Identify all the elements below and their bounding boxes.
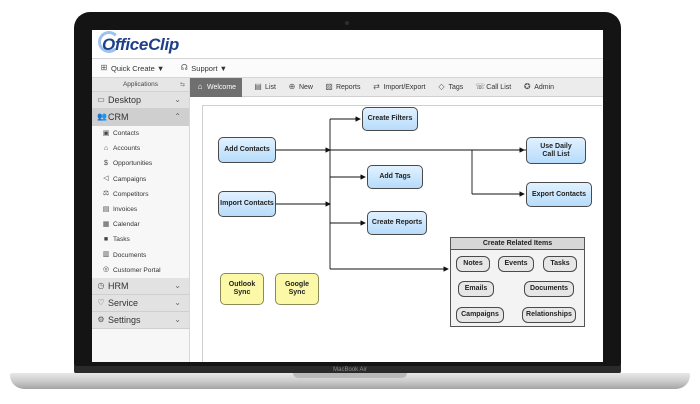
related-emails-node[interactable]: Emails [458, 281, 494, 297]
sidebar: Applications ⇆ ▭ Desktop ⌄ 👥 CRM ⌃ ▣ Con… [92, 78, 190, 362]
headset-icon: ☊ [180, 63, 188, 72]
invoice-icon: ▤ [102, 205, 110, 213]
create-reports-node[interactable]: Create Reports [367, 211, 427, 235]
tab-call-list[interactable]: ☏ Call List [475, 82, 512, 91]
tab-tags[interactable]: ◇ Tags [438, 82, 464, 91]
workflow-diagram: Add Contacts Import Contacts Create Filt… [190, 97, 603, 362]
users-icon: 👥 [97, 112, 107, 121]
diagram-panel [202, 105, 602, 362]
related-notes-node[interactable]: Notes [456, 256, 490, 272]
logo-swoosh-icon [98, 31, 120, 53]
pin-icon[interactable]: ⇆ [179, 82, 185, 88]
sidebar-item-campaigns[interactable]: ◁ Campaigns [103, 175, 147, 183]
laptop-notch [293, 373, 407, 378]
chevron-up-icon: ⌃ [174, 112, 181, 121]
chevron-down-icon: ⌄ [174, 314, 181, 324]
lightbulb-icon: ♡ [97, 297, 105, 307]
import-export-icon: ⇄ [373, 82, 380, 91]
phone-icon: ☏ [475, 82, 486, 91]
chart-icon: ▨ [325, 82, 333, 91]
screen: OfficeClip ⊞ Quick Create ▼ ☊ Support ▼ … [92, 30, 603, 362]
add-tags-node[interactable]: Add Tags [367, 165, 423, 189]
home-icon: ⌂ [197, 82, 203, 91]
sidebar-item-documents[interactable]: ▥ Documents [102, 251, 147, 259]
related-items-title: Create Related Items [451, 238, 584, 250]
chevron-down-icon: ⌄ [174, 95, 181, 104]
sidebar-item-contacts[interactable]: ▣ Contacts [102, 129, 140, 138]
diagram-connectors [274, 116, 528, 272]
tab-new[interactable]: ⊕ New [288, 82, 313, 91]
create-filters-node[interactable]: Create Filters [362, 107, 418, 131]
import-contacts-node[interactable]: Import Contacts [218, 191, 276, 217]
related-relationships-node[interactable]: Relationships [522, 307, 576, 323]
calendar-icon: ▦ [102, 220, 110, 228]
related-tasks-node[interactable]: Tasks [543, 256, 577, 272]
tab-import-export[interactable]: ⇄ Import/Export [373, 82, 426, 91]
sidebar-item-calendar[interactable]: ▦ Calendar [102, 220, 140, 229]
camera [345, 21, 349, 25]
plus-circle-icon: ⊕ [288, 82, 296, 91]
sidebar-section-service[interactable]: ♡ Service ⌄ [92, 294, 189, 312]
quick-create-icon: ⊞ [100, 63, 108, 72]
contact-card-icon: ▣ [102, 129, 110, 137]
support-menu[interactable]: ☊ Support ▼ [180, 63, 228, 73]
related-campaigns-node[interactable]: Campaigns [456, 307, 504, 323]
tab-list[interactable]: ▤ List [254, 82, 276, 91]
sidebar-section-hrm[interactable]: ◷ HRM ⌄ [92, 277, 189, 295]
sidebar-item-competitors[interactable]: ⚖ Competitors [102, 190, 149, 198]
megaphone-icon: ◁ [103, 175, 109, 183]
device-label: MacBook Air [333, 367, 367, 373]
laptop-base [10, 373, 690, 389]
add-contacts-node[interactable]: Add Contacts [218, 137, 276, 163]
chevron-down-icon: ⌄ [174, 297, 181, 307]
export-contacts-node[interactable]: Export Contacts [526, 182, 592, 207]
google-sync-node[interactable]: Google Sync [275, 273, 319, 305]
app-logo[interactable]: OfficeClip [102, 35, 179, 54]
documents-icon: ▥ [102, 251, 110, 259]
tab-admin[interactable]: ✪ Admin [523, 82, 555, 91]
crm-toolbar: ⌂ Welcome ▤ List ⊕ New ▨ Reports ⇄ Impor… [190, 77, 603, 97]
chevron-down-icon: ⌄ [174, 280, 181, 290]
competitors-icon: ⚖ [102, 190, 110, 198]
applications-header: Applications ⇆ [92, 78, 189, 92]
sidebar-item-accounts[interactable]: ⌂ Accounts [103, 144, 141, 153]
logo-bar: OfficeClip [92, 30, 603, 58]
sidebar-section-settings[interactable]: ⚙ Settings ⌄ [92, 311, 189, 329]
quick-create-menu[interactable]: ⊞ Quick Create ▼ [100, 63, 165, 73]
laptop-hinge [74, 366, 621, 374]
gear-icon: ⚙ [97, 314, 105, 324]
laptop-frame: OfficeClip ⊞ Quick Create ▼ ☊ Support ▼ … [74, 12, 621, 380]
tab-welcome[interactable]: ⌂ Welcome [190, 77, 243, 97]
portal-icon: ◎ [102, 266, 110, 274]
sidebar-item-tasks[interactable]: ■ Tasks [103, 235, 130, 244]
money-bag-icon: $ [104, 159, 108, 167]
menu-bar: ⊞ Quick Create ▼ ☊ Support ▼ [92, 58, 603, 78]
related-events-node[interactable]: Events [498, 256, 534, 272]
sidebar-item-opportunities[interactable]: $ Opportunities [92, 156, 189, 171]
admin-icon: ✪ [523, 82, 531, 91]
clock-icon: ◷ [97, 280, 105, 290]
tab-reports[interactable]: ▨ Reports [325, 82, 361, 91]
sidebar-item-customer-portal[interactable]: ◎ Customer Portal [102, 266, 161, 274]
use-daily-call-list-node[interactable]: Use Daily Call List [526, 137, 586, 164]
tasks-icon: ■ [103, 235, 109, 243]
building-icon: ⌂ [103, 144, 109, 152]
related-documents-node[interactable]: Documents [524, 281, 574, 297]
outlook-sync-node[interactable]: Outlook Sync [220, 273, 264, 305]
sidebar-section-desktop[interactable]: ▭ Desktop ⌄ [92, 92, 189, 109]
desktop-icon: ▭ [97, 95, 105, 104]
sidebar-item-invoices[interactable]: ▤ Invoices [102, 205, 138, 214]
sidebar-section-crm[interactable]: 👥 CRM ⌃ [92, 109, 189, 126]
tag-icon: ◇ [438, 82, 445, 91]
list-icon: ▤ [254, 82, 262, 91]
